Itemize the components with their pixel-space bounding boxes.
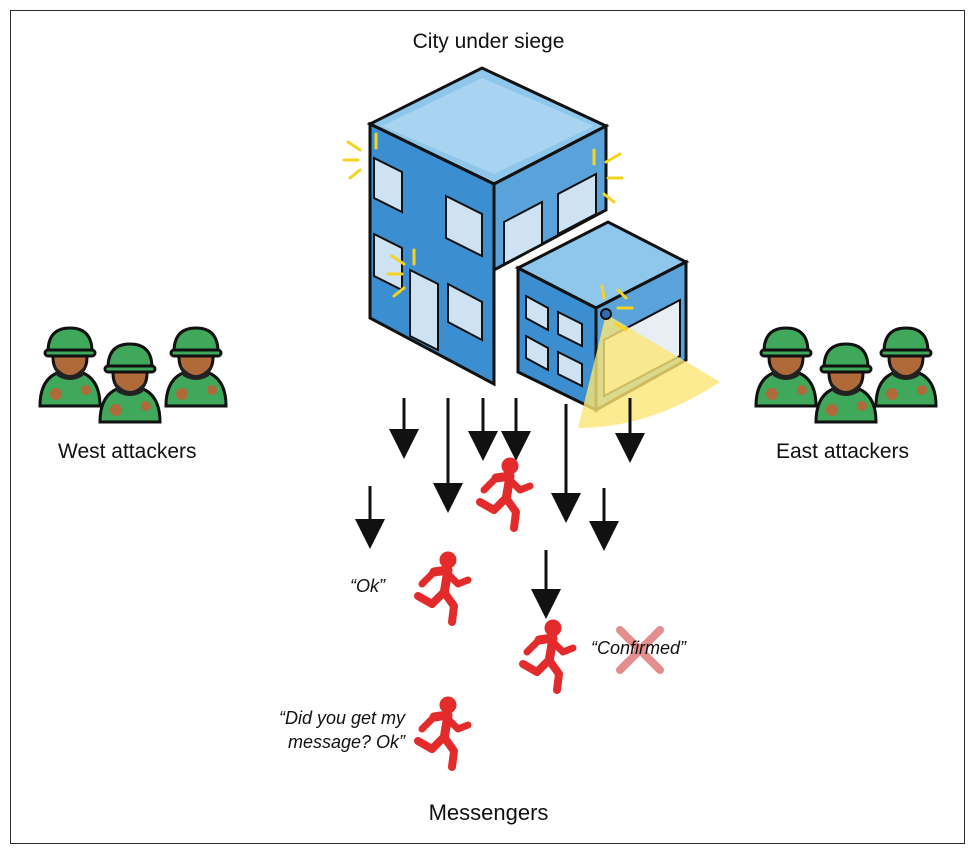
- cross-mark-icon: [616, 626, 664, 674]
- east-attackers: [754, 326, 938, 424]
- diagram-title: City under siege: [412, 30, 565, 53]
- message-arrows: [355, 398, 645, 619]
- messengers: [418, 458, 573, 768]
- building: [366, 66, 690, 413]
- alarm-sparks: [342, 132, 634, 332]
- quote-ok: “Ok”: [350, 576, 385, 596]
- quote-did-you-get: “Did you get my message? Ok”: [255, 706, 405, 754]
- west-attackers-label: West attackers: [58, 440, 197, 463]
- spotlight-lamp: [600, 308, 612, 320]
- messenger-runner-1: [480, 458, 530, 529]
- spotlight-beam: [578, 314, 720, 428]
- messenger-runner-3: [523, 620, 573, 691]
- quote-did-line-2: message? Ok”: [287, 732, 405, 752]
- messenger-runner-2: [418, 552, 468, 623]
- east-attackers-label: East attackers: [776, 440, 910, 463]
- quote-did-line-1: “Did you get my: [278, 708, 405, 728]
- quote-confirmed: “Confirmed”: [591, 638, 687, 658]
- west-attackers: [38, 326, 228, 424]
- messengers-label: Messengers: [428, 800, 549, 825]
- messenger-runner-4: [418, 697, 468, 768]
